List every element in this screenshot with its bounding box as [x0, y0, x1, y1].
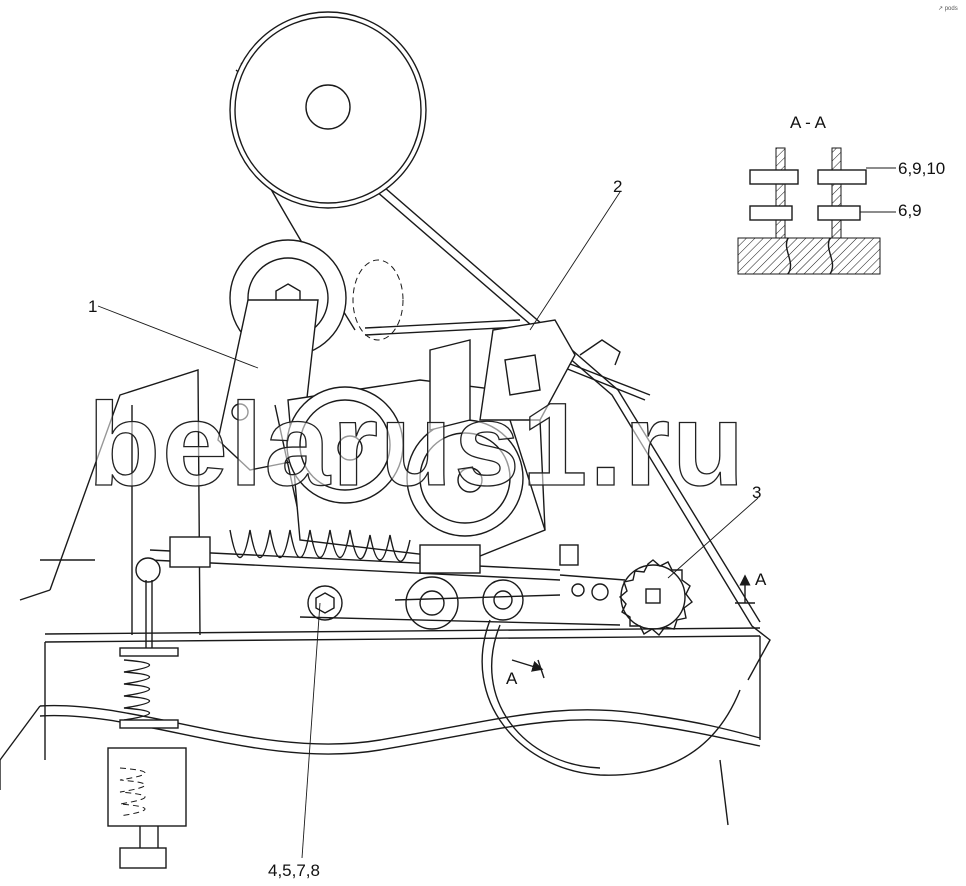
callout-3: 3 [752, 483, 761, 502]
control-rod [364, 319, 651, 401]
base-plate [44, 627, 761, 760]
adjuster-bolt [107, 580, 187, 869]
spring-assembly [135, 529, 561, 583]
callout-4578: 4,5,7,8 [268, 861, 320, 880]
section-a-a-detail [737, 147, 881, 275]
sprocket [559, 559, 693, 637]
section-mark-right: A [755, 570, 767, 589]
section-mark-lower: A [506, 669, 518, 688]
corner-mark: ↗ pods [938, 6, 958, 12]
callout-1: 1 [88, 297, 97, 316]
section-label-upper: 6,9,10 [898, 159, 945, 178]
lower-rollers [299, 576, 621, 630]
housing-frame [19, 369, 201, 636]
section-arrow-lower [511, 659, 545, 679]
callout-2: 2 [613, 177, 622, 196]
section-arrow-right [735, 574, 755, 604]
watermark: belarus1.ru [88, 379, 746, 511]
upper-pulley [229, 11, 427, 209]
clutch-assembly [286, 319, 579, 566]
section-title: A - A [790, 113, 827, 132]
section-label-lower: 6,9 [898, 201, 922, 220]
leader-lines [97, 167, 896, 859]
lower-belt-loop [481, 619, 741, 776]
